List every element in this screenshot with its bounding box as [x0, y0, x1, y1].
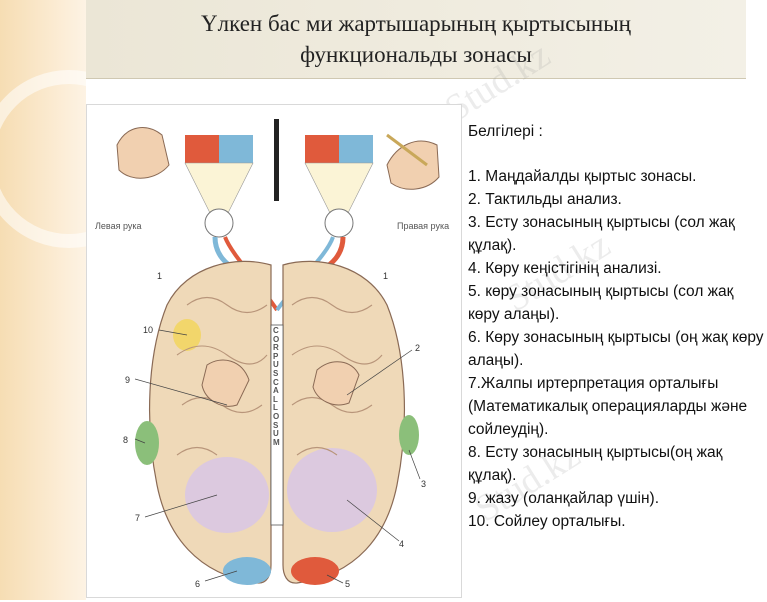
legend-heading: Белгілері :	[468, 123, 543, 140]
label-num-1-right: 1	[383, 271, 389, 281]
label-num-6: 6	[195, 579, 201, 589]
left-red-square	[185, 135, 219, 163]
zone-8	[135, 421, 159, 465]
zone-4	[287, 448, 377, 532]
zone-6	[223, 557, 271, 585]
legend-item-6: 6. Көру зонасының қыртысы (оң жақ көру а…	[468, 329, 764, 369]
legend-panel: Белгілері : 1. Маңдайалды қыртыс зонасы.…	[468, 120, 767, 533]
left-hand-label: Левая рука	[95, 221, 142, 231]
divider-bar	[274, 119, 279, 201]
corpus-callosum	[270, 324, 284, 526]
right-hemisphere	[282, 260, 405, 584]
label-num-4: 4	[399, 539, 405, 549]
label-num-7: 7	[135, 513, 141, 523]
legend-item-2: 2. Тактильды анализ.	[468, 191, 622, 208]
left-hemisphere	[149, 260, 272, 584]
left-blue-square	[219, 135, 253, 163]
right-blue-square	[339, 135, 373, 163]
label-num-3: 3	[421, 479, 427, 489]
corpus-callosum-label: CORPUS CALLOSUM	[273, 326, 280, 447]
title-line-1: Үлкен бас ми жартышарының қыртысының	[201, 11, 631, 36]
label-num-1-left: 1	[157, 271, 163, 281]
zone-5	[291, 557, 339, 585]
legend-item-7: 7.Жалпы иртерпретация орталығы (Математи…	[468, 375, 752, 438]
zone-7	[185, 457, 269, 533]
legend-item-1: 1. Маңдайалды қыртыс зонасы.	[468, 168, 697, 185]
label-num-5: 5	[345, 579, 351, 589]
label-num-10: 10	[143, 325, 154, 335]
right-eye	[324, 208, 354, 238]
legend-item-3: 3. Есту зонасының қыртысы (сол жақ құлақ…	[468, 214, 740, 254]
legend-item-4: 4. Көру кеңістігінің анализі.	[468, 260, 662, 277]
legend-item-8: 8. Есту зонасының қыртысы(оң жақ құлақ).	[468, 444, 727, 484]
right-hand-label: Правая рука	[397, 221, 450, 231]
brain-figure: Левая рука Правая рука CORPUS CALLOSUM 1…	[86, 104, 462, 598]
label-num-8: 8	[123, 435, 129, 445]
left-hand	[116, 127, 170, 179]
slide-title: Үлкен бас ми жартышарының қыртысының фун…	[86, 0, 746, 79]
left-decorative-strip	[0, 0, 158, 600]
legend-item-5: 5. көру зонасының қыртысы (сол жақ көру …	[468, 283, 738, 323]
left-eye	[204, 208, 234, 238]
right-red-square	[305, 135, 339, 163]
brain-illustration	[116, 119, 440, 585]
legend-item-9: 9. жазу (оланқайлар үшін).	[468, 490, 660, 507]
label-num-2: 2	[415, 343, 421, 353]
right-hand	[386, 140, 440, 190]
title-line-2: функциональды зонасы	[300, 42, 532, 67]
zone-3	[399, 415, 419, 455]
label-num-9: 9	[125, 375, 131, 385]
legend-item-10: 10. Сойлеу орталығы.	[468, 513, 626, 530]
